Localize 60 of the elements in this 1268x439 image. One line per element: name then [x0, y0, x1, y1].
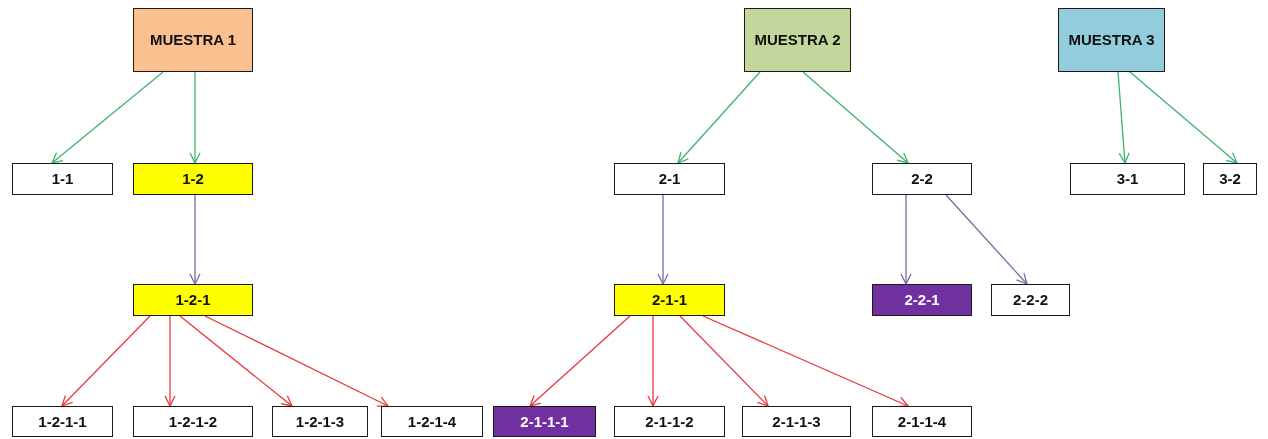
node-label: 3-2 [1218, 170, 1242, 188]
node-label: 2-1-1 [651, 291, 688, 309]
arrow [647, 315, 659, 407]
node-label: 1-2-1-2 [167, 412, 219, 431]
arrow [657, 194, 669, 285]
arrow [1117, 71, 1130, 164]
node-box [872, 284, 972, 316]
arrow [702, 315, 909, 408]
node-box [1070, 163, 1185, 195]
node-label: 2-1-1-4 [896, 412, 948, 431]
node-box [991, 284, 1070, 316]
node-label: 2-1 [657, 170, 682, 188]
arrow [61, 315, 151, 407]
arrow [189, 71, 201, 164]
node-box [133, 284, 253, 316]
node-box [133, 8, 253, 72]
node-box [493, 406, 596, 437]
node-box [1058, 8, 1165, 72]
arrow [164, 315, 176, 407]
node-label: 1-2-1 [174, 291, 212, 309]
node-box [272, 406, 368, 437]
node-box [381, 406, 483, 437]
arrow [204, 315, 389, 407]
arrow [189, 194, 201, 285]
arrow [900, 194, 912, 285]
arrow [679, 315, 769, 407]
node-box [744, 8, 851, 72]
arrow [179, 315, 293, 407]
arrow [51, 71, 164, 164]
arrow [529, 315, 631, 407]
node-box [872, 163, 972, 195]
node-label: 2-1-1-2 [644, 412, 695, 431]
node-box [12, 406, 113, 437]
node-label: MUESTRA 1 [148, 31, 238, 49]
node-label: MUESTRA 2 [753, 31, 842, 49]
node-label: 1-2 [181, 170, 205, 188]
node-box [614, 163, 725, 195]
node-label: MUESTRA 3 [1067, 31, 1156, 49]
node-label: 1-2-1-4 [406, 412, 458, 431]
arrow [802, 71, 909, 164]
node-label: 2-1-1-1 [519, 412, 570, 431]
node-label: 2-2-1 [903, 291, 941, 309]
node-label: 2-2 [910, 170, 934, 188]
node-label: 1-2-1-1 [37, 412, 88, 431]
node-label: 3-1 [1115, 170, 1140, 188]
node-box [1203, 163, 1257, 195]
node-label: 2-2-2 [1012, 291, 1049, 309]
node-box [133, 406, 253, 437]
node-box [742, 406, 851, 437]
node-box [614, 284, 725, 316]
node-box [133, 163, 253, 195]
node-label: 2-1-1-3 [771, 412, 822, 431]
node-box [872, 406, 972, 437]
arrow [945, 194, 1028, 285]
arrow [1129, 71, 1238, 164]
node-label: 1-2-1-3 [294, 412, 346, 431]
node-box [614, 406, 725, 437]
node-label: 1-1 [50, 170, 75, 188]
node-box [12, 163, 113, 195]
arrow [677, 71, 761, 164]
